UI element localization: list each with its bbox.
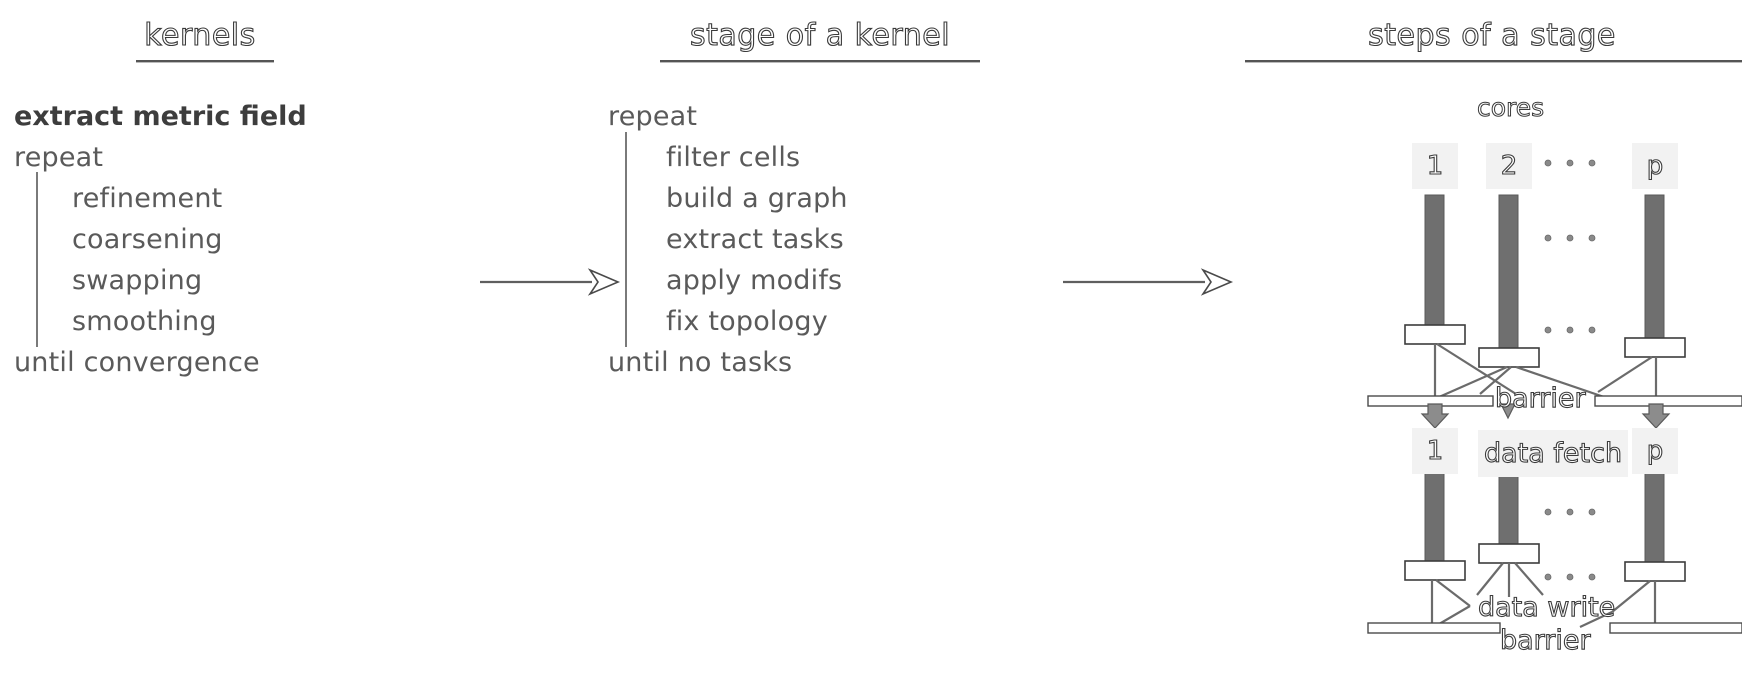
- corep-bar-phase2: [1644, 472, 1665, 563]
- kernels-line-6: until convergence: [14, 347, 260, 378]
- barrier2-line-left: [1367, 622, 1501, 634]
- kernels-heading-rule: [136, 60, 274, 63]
- connector2-c1-diag2: [1433, 605, 1471, 628]
- kernels-heading: kernels: [144, 17, 256, 53]
- connector2-c2-diag-l: [1476, 562, 1504, 596]
- barrier1-line-right: [1594, 395, 1742, 407]
- kernels-line-2: refinement: [72, 183, 223, 214]
- barrier2-line-right: [1609, 622, 1742, 634]
- arrow-down-core1: [1420, 403, 1450, 429]
- core-label-2: 2: [1486, 143, 1532, 189]
- core1-cap-phase1: [1404, 324, 1466, 345]
- cores-caption: cores: [1476, 93, 1545, 123]
- barrier-label-phase3: barrier: [1499, 624, 1591, 656]
- core-label-p-phase2: p: [1632, 428, 1678, 474]
- kernels-line-4: swapping: [72, 265, 203, 296]
- kernels-line-5: smoothing: [72, 306, 217, 337]
- core1-cap-phase2: [1404, 560, 1466, 581]
- kernels-pseudocode: extract metric field repeat refinement c…: [14, 96, 307, 383]
- flow-arrow-1: [480, 268, 621, 296]
- flow-arrow-2: [1063, 268, 1234, 296]
- steps-heading: steps of a stage: [1368, 17, 1616, 53]
- stage-heading: stage of a kernel: [689, 17, 951, 53]
- stage-line-6: until no tasks: [608, 347, 793, 378]
- core-label-p: p: [1632, 143, 1678, 189]
- kernels-line-3: coarsening: [72, 224, 223, 255]
- core2-cap-phase1: [1478, 347, 1540, 368]
- core2-bar-phase1: [1498, 194, 1519, 349]
- ellipsis-dots: [1544, 159, 1596, 581]
- kernels-loop-bracket: [36, 172, 38, 347]
- stage-heading-rule: [660, 60, 980, 63]
- connector2-cp-diag: [1611, 580, 1651, 613]
- data-write-label: data write: [1477, 591, 1616, 623]
- core1-bar-phase1: [1424, 194, 1445, 326]
- connector2-c2-diag-r: [1514, 562, 1544, 596]
- stage-loop-bracket: [625, 132, 627, 347]
- steps-heading-rule: [1245, 60, 1742, 63]
- corep-cap-phase2: [1624, 561, 1686, 582]
- arrow-down-corep: [1641, 403, 1671, 429]
- connector-cp-diag: [1597, 356, 1653, 393]
- kernels-line-1: repeat: [14, 142, 104, 173]
- barrier-label-phase1: barrier: [1494, 382, 1586, 414]
- corep-bar-phase1: [1644, 194, 1665, 339]
- stage-line-4: apply modifs: [666, 265, 843, 296]
- kernels-line-0: extract metric field: [14, 101, 307, 132]
- stage-line-3: extract tasks: [666, 224, 844, 255]
- core2-cap-phase2: [1478, 543, 1540, 564]
- stage-line-5: fix topology: [666, 306, 828, 337]
- connector2-c1-diag: [1435, 579, 1471, 607]
- barrier1-line-left: [1367, 395, 1494, 407]
- stage-line-2: build a graph: [666, 183, 848, 214]
- corep-cap-phase1: [1624, 337, 1686, 358]
- stage-line-0: repeat: [608, 101, 698, 132]
- stage-pseudocode: repeat filter cells build a graph extrac…: [608, 96, 848, 383]
- data-fetch-label: data fetch: [1478, 430, 1629, 477]
- core-label-1-phase2: 1: [1412, 428, 1458, 474]
- stage-line-1: filter cells: [666, 142, 801, 173]
- core1-bar-phase2: [1424, 472, 1445, 562]
- core2-bar-phase2: [1498, 472, 1519, 545]
- core-label-1: 1: [1412, 143, 1458, 189]
